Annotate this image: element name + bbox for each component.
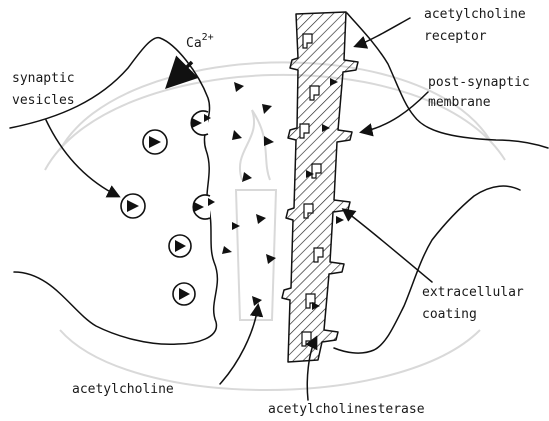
label-post-synaptic-line2: membrane	[428, 95, 491, 110]
acetylcholine-molecule	[336, 216, 344, 224]
acetylcholine-molecule	[234, 82, 244, 92]
acetylcholine-molecule	[232, 222, 240, 230]
label-calcium: Ca2+	[186, 32, 214, 51]
acetylcholine-molecule	[264, 136, 274, 146]
label-extracellular-line1: extracellular	[422, 285, 524, 300]
label-acetylcholine-receptor-line2: receptor	[424, 29, 487, 44]
fusing-vesicle	[193, 195, 215, 219]
label-acetylcholinesterase: acetylcholinesterase	[268, 402, 425, 417]
leader-post-synaptic-membrane	[362, 92, 428, 132]
fusing-vesicle	[191, 111, 211, 135]
label-post-synaptic-line1: post-synaptic	[428, 75, 530, 90]
label-extracellular-line2: coating	[422, 307, 477, 322]
label-acetylcholine: acetylcholine	[72, 382, 174, 397]
watermark-seal	[45, 62, 505, 390]
label-acetylcholine-receptor-line1: acetylcholine	[424, 7, 526, 22]
vesicle	[121, 194, 145, 218]
vesicle	[143, 130, 167, 154]
vesicle	[169, 235, 191, 257]
acetylcholine-molecule	[256, 214, 266, 224]
acetylcholine-molecule	[242, 172, 252, 182]
leader-synaptic-vesicles	[46, 120, 118, 196]
postsynaptic-cell-outline-lower	[334, 186, 520, 353]
acetylcholine-molecule	[252, 296, 262, 306]
free-acetylcholine	[222, 82, 276, 306]
postsynaptic-membrane	[282, 12, 358, 362]
acetylcholine-molecule	[262, 104, 272, 114]
vesicle	[173, 283, 195, 305]
acetylcholine-molecule	[222, 246, 232, 254]
label-synaptic-vesicles-line1: synaptic	[12, 71, 75, 86]
label-synaptic-vesicles-line2: vesicles	[12, 93, 75, 108]
acetylcholine-molecule	[232, 130, 242, 140]
leader-extracellular-coating	[344, 210, 432, 282]
synaptic-vesicles	[121, 111, 215, 305]
